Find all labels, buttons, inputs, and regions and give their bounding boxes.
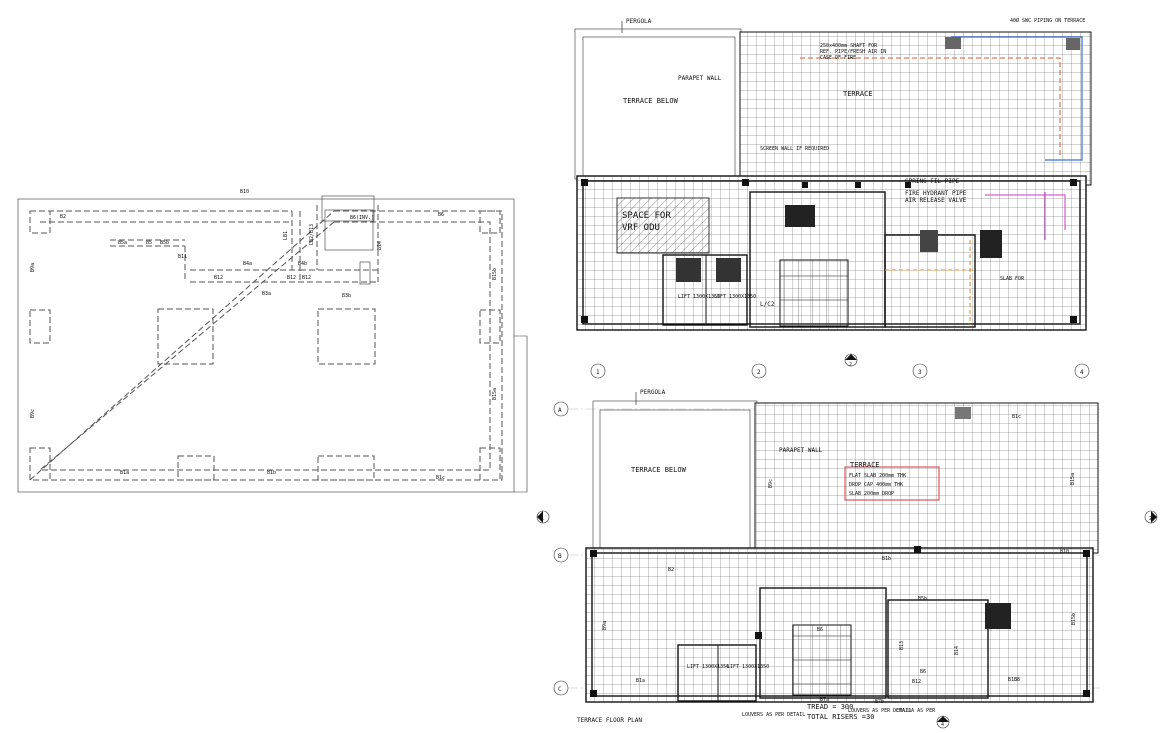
low-slab3: SLAB 200mm DROP xyxy=(849,491,894,497)
low-louvers1: LOUVERS AS PER DETAIL xyxy=(742,712,805,718)
grid-col-1: 1 xyxy=(596,369,600,376)
beam-label: B12 xyxy=(214,275,223,281)
beam-label: B13 xyxy=(899,641,905,650)
beam-label: B6 xyxy=(817,627,823,633)
up-spring: SPRING FIL PIPE xyxy=(905,178,960,185)
beam-label: B1b xyxy=(267,470,276,476)
beam-label: B15b xyxy=(1071,613,1077,625)
upper-floor-plan: PERGOLA TERRACE BELOW PARAPET WALL TERRA… xyxy=(574,17,1092,331)
low-lift1: LIFT 1300X1350 xyxy=(687,664,729,670)
up-ref3: CASE OF FIRE xyxy=(820,55,856,61)
up-terrace-below: TERRACE BELOW xyxy=(623,97,679,105)
low-chajja: CHAJJA AS PER xyxy=(896,708,936,714)
up-slab-note: SLAB FOR xyxy=(1000,276,1025,282)
up-swc: 40Ø SWC PIPING ON TERRACE xyxy=(1010,17,1085,24)
lower-floor-plan: PERGOLA TERRACE BELOW PARAPET WALL TERRA… xyxy=(577,389,1099,724)
beam-label: B8 xyxy=(1014,677,1020,683)
beam-label: B12 xyxy=(287,275,296,281)
beam-label: B7a xyxy=(820,697,829,703)
beam-label: B1b xyxy=(882,556,891,562)
low-terrace-below: TERRACE BELOW xyxy=(631,466,687,474)
up-screen-wall: SCREEN WALL IF REQUIRED xyxy=(760,146,829,152)
up-lc2: L/C2 xyxy=(760,301,775,308)
beam-label: LB1 xyxy=(283,231,289,240)
section-mark-bottom: 4 xyxy=(941,722,944,728)
grid-col-2: 2 xyxy=(757,369,761,376)
beam-label: B15a xyxy=(492,388,498,400)
beam-label: B3a xyxy=(262,291,271,297)
grid-row-a: A xyxy=(558,407,562,414)
beam-label: B14 xyxy=(377,241,383,250)
grid-row-c: C xyxy=(558,686,562,693)
beam-label: B9a xyxy=(602,621,608,630)
beam-label: B5b xyxy=(160,240,169,246)
up-lift2: LIFT 1300X1350 xyxy=(714,294,756,300)
beam-label: B15 xyxy=(1008,677,1017,683)
beam-label: B1a xyxy=(636,678,645,684)
beam-label: B6 xyxy=(438,212,444,218)
low-slab2: DROP CAP 400mm THK xyxy=(849,482,903,488)
beam-label: B6(INV.) xyxy=(350,215,374,221)
low-slab1: FLAT SLAB 200mm THK xyxy=(849,473,906,479)
low-terrace: TERRACE xyxy=(850,461,880,469)
up-lift1: LIFT 1300X1350 xyxy=(678,294,720,300)
up-vrf2: VRF ODU xyxy=(622,223,660,233)
section-mark-right: 2 xyxy=(1149,516,1152,522)
up-ref1: 250x400mm SHAFT FOR xyxy=(820,43,878,49)
grid-row-b: B xyxy=(558,553,562,560)
beam-label: B4a xyxy=(243,261,252,267)
beam-label: B6 xyxy=(920,669,926,675)
beam-label: B9c xyxy=(768,479,774,488)
up-pergola: PERGOLA xyxy=(626,18,652,25)
up-vrf1: SPACE FOR xyxy=(622,211,671,221)
grid-col-3: 3 xyxy=(918,369,922,376)
beam-label: B1c xyxy=(1012,414,1021,420)
beam-label: B10 xyxy=(1060,549,1069,555)
up-terrace: TERRACE xyxy=(843,90,873,98)
plan-title: TERRACE FLOOR PLAN xyxy=(577,717,642,724)
section-mark-left: 1 xyxy=(541,516,544,522)
low-pergola: PERGOLA xyxy=(640,389,666,396)
beam-label: B12 xyxy=(912,679,921,685)
low-parapet: PARAPET WALL xyxy=(779,447,823,454)
beam-label: B2 xyxy=(60,214,66,220)
beam-label: B5 xyxy=(146,240,152,246)
beam-label: B9a xyxy=(30,263,36,272)
beam-label: B14 xyxy=(954,646,960,655)
beam-label: B9c xyxy=(30,409,36,418)
beam-label: B1a xyxy=(120,470,129,476)
beam-label: B5b xyxy=(918,596,927,602)
beam-label: B10 xyxy=(240,189,249,195)
beam-label: B3b xyxy=(342,293,351,299)
up-ref2: REF. PIPE/FRESH AIR IN xyxy=(820,49,886,55)
grid-col-4: 4 xyxy=(1080,369,1084,376)
beam-label: B7b xyxy=(875,699,884,705)
beam-label: B11 xyxy=(178,254,187,260)
low-louvers2: LOUVERS AS PER DETAIL xyxy=(848,708,911,714)
beam-label: B15b xyxy=(492,268,498,280)
beam-label: LB2/B13 xyxy=(309,224,315,245)
up-air-release: AIR RELEASE VALVE xyxy=(905,197,967,204)
beam-label: B12 xyxy=(302,275,311,281)
beam-label: B15a xyxy=(1070,473,1076,485)
low-tread: TREAD = 300 xyxy=(807,703,853,711)
beam-label: B2 xyxy=(668,567,674,573)
up-parapet: PARAPET WALL xyxy=(678,75,722,82)
section-mark-top: 2 xyxy=(849,362,852,368)
low-lift2: LIFT 1300X1350 xyxy=(727,664,769,670)
beam-label: B5a xyxy=(118,240,127,246)
beam-label: B4b xyxy=(298,261,307,267)
beam-label: B1c xyxy=(436,475,445,481)
up-hydrant: FIRE HYDRANT PIPE xyxy=(905,190,967,197)
low-risers: TOTAL RISERS =30 xyxy=(807,713,874,721)
